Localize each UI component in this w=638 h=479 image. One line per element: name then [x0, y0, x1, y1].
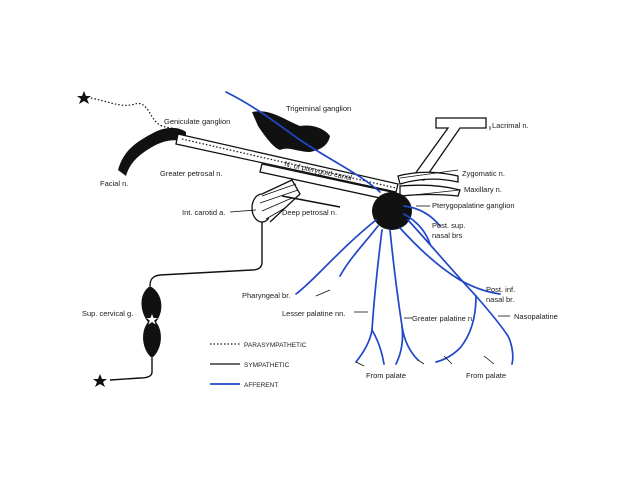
greater-petrosal-nerve — [175, 133, 399, 193]
afferent-branch-left1 — [339, 225, 379, 277]
afferent-nasopalatine-2 — [435, 295, 477, 363]
internal-carotid-artery — [251, 179, 301, 223]
afferent-greater-palatine — [389, 229, 419, 361]
afferent-greater-palatine-2 — [395, 325, 404, 365]
label-lesser-palatine: Lesser palatine nn. — [282, 309, 345, 318]
pterygopalatine-ganglion — [372, 192, 412, 230]
deep-petrosal-nerve — [281, 195, 341, 208]
legend-sympathetic-label: SYMPATHETIC — [244, 362, 290, 369]
label-nasopalatine: Nasopalatine — [514, 312, 558, 321]
sup-cervical-ganglion-star — [146, 314, 158, 325]
legend: PARASYMPATHETIC SYMPATHETIC AFFERENT — [210, 342, 307, 389]
label-zygomatic: Zygomatic n. — [462, 169, 505, 178]
label-geniculate-ganglion: Geniculate ganglion — [164, 117, 230, 126]
afferent-pharyngeal — [295, 219, 377, 295]
zygomatic-nerve-tube — [397, 171, 459, 185]
label-greater-petrosal: Greater petrosal n. — [160, 169, 223, 178]
label-int-carotid: Int. carotid a. — [182, 208, 225, 217]
label-from-palate-2: From palate — [466, 371, 506, 380]
label-post-sup-nasal-1: Post. sup. — [432, 221, 465, 230]
afferent-post-inf-nasal — [399, 227, 501, 295]
sup-cervical-to-star — [109, 358, 153, 381]
label-post-inf-nasal-1: Post. inf. — [486, 285, 515, 294]
label-post-sup-nasal-2: nasal brs — [432, 231, 463, 240]
label-maxillary: Maxillary n. — [464, 185, 502, 194]
greater-petrosal-dotted-core — [181, 138, 397, 189]
afferent-nasopalatine — [407, 219, 514, 365]
afferent-lesser-palatine-2 — [371, 329, 385, 365]
legend-parasympathetic-label: PARASYMPATHETIC — [244, 342, 307, 349]
label-lacrimal: Lacrimal n. — [492, 121, 529, 130]
leader-lines — [229, 126, 510, 367]
legend-afferent-label: AFFERENT — [244, 382, 278, 389]
label-post-inf-nasal-2: nasal br. — [486, 295, 514, 304]
label-sup-cervical: Sup. cervical g. — [82, 309, 133, 318]
sympathetic-chain — [149, 222, 263, 287]
label-pterygopalatine-ganglion: Pterygopalatine ganglion — [432, 201, 515, 210]
sympathetic-origin-star — [93, 374, 107, 387]
afferent-lesser-palatine — [355, 229, 383, 363]
facial-nerve — [118, 127, 186, 176]
trigeminal-ganglion — [252, 111, 330, 152]
label-trigeminal-ganglion: Trigeminal ganglion — [286, 104, 351, 113]
label-deep-petrosal: Deep petrosal n. — [282, 208, 337, 217]
afferent-trigeminal-path — [225, 91, 381, 193]
label-pharyngeal: Pharyngeal br. — [242, 291, 290, 300]
parasympathetic-origin-star — [77, 91, 91, 104]
afferent-nerves — [225, 91, 514, 365]
afferent-post-sup-nasal — [403, 205, 441, 245]
label-greater-palatine: Greater palatine n. — [412, 314, 474, 323]
label-from-palate-1: From palate — [366, 371, 406, 380]
label-facial: Facial n. — [100, 179, 128, 188]
parasympathetic-path-to-geniculate — [90, 97, 183, 141]
